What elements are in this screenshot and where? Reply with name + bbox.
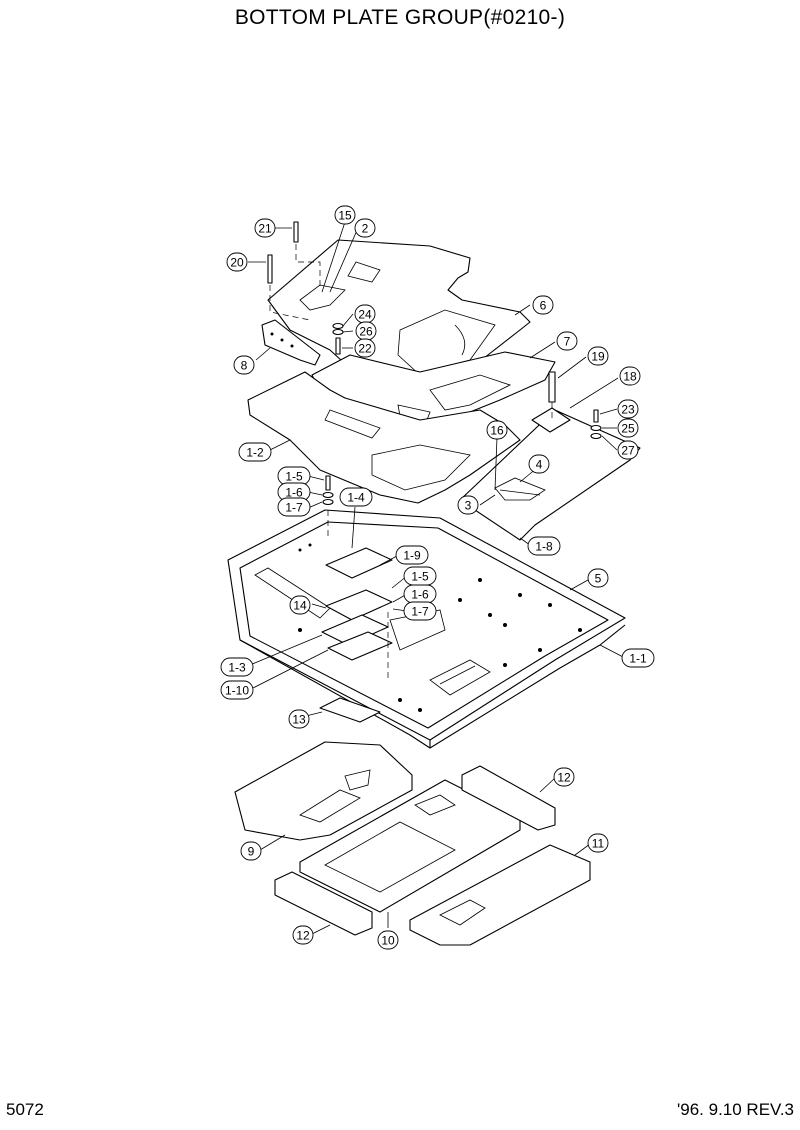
callout-22: 22 <box>354 338 376 358</box>
page-number: 5072 <box>6 1100 44 1119</box>
callout-label: 18 <box>623 370 637 384</box>
callout-label: 10 <box>381 934 395 948</box>
callout-label: 1-6 <box>285 486 303 500</box>
callout-1-10: 1-10 <box>220 680 254 700</box>
callout-label: 1-9 <box>403 549 421 563</box>
callout-label: 27 <box>621 444 635 458</box>
callout-label: 1-5 <box>285 470 303 484</box>
callout-10: 10 <box>377 930 399 950</box>
callout-label: 14 <box>293 599 307 613</box>
callout-23: 23 <box>617 399 639 419</box>
page-title: BOTTOM PLATE GROUP(#0210-) <box>234 6 566 29</box>
callout-label: 1-7 <box>285 501 303 515</box>
bracket-8 <box>261 319 321 366</box>
callout-bubbles: 211522024262268719182325271641-21-51-61-… <box>220 205 655 950</box>
callout-label: 12 <box>296 929 310 943</box>
callout-12: 12 <box>292 925 314 945</box>
callout-6: 6 <box>532 295 554 315</box>
callout-label: 1-7 <box>411 605 429 619</box>
callout-label: 1-6 <box>411 588 429 602</box>
callout-1-3: 1-3 <box>220 657 254 677</box>
callout-label: 2 <box>362 222 369 236</box>
assembly-lines <box>269 244 553 680</box>
callout-label: 3 <box>465 499 472 513</box>
callout-label: 9 <box>248 845 255 859</box>
callout-1-5: 1-5 <box>403 566 437 586</box>
callout-label: 19 <box>591 350 605 364</box>
callout-label: 26 <box>359 325 373 339</box>
callout-label: 20 <box>230 256 244 270</box>
callout-18: 18 <box>619 366 641 386</box>
callout-5: 5 <box>587 568 609 588</box>
callout-1-4: 1-4 <box>339 487 373 507</box>
callout-15: 15 <box>334 205 356 225</box>
callout-2: 2 <box>354 218 376 238</box>
callout-label: 1-2 <box>246 446 264 460</box>
callout-21: 21 <box>254 218 276 238</box>
frame-member-12b <box>274 871 373 936</box>
callout-1-6: 1-6 <box>277 482 311 502</box>
callout-label: 7 <box>564 335 571 349</box>
callout-1-1: 1-1 <box>621 648 655 668</box>
callout-19: 19 <box>587 346 609 366</box>
callout-1-5: 1-5 <box>277 466 311 486</box>
callout-26: 26 <box>355 321 377 341</box>
callout-20: 20 <box>226 252 248 272</box>
callout-7: 7 <box>556 331 578 351</box>
callout-1-2: 1-2 <box>238 442 272 462</box>
callout-8: 8 <box>233 355 255 375</box>
callout-label: 6 <box>540 299 547 313</box>
leader-lines <box>248 221 626 935</box>
callout-16: 16 <box>486 420 508 440</box>
plate-1-2 <box>247 371 521 504</box>
callout-13: 13 <box>288 709 310 729</box>
callout-label: 1-1 <box>629 652 647 666</box>
frame-member-11 <box>409 844 591 946</box>
callout-label: 4 <box>536 458 543 472</box>
callout-label: 13 <box>292 713 306 727</box>
callout-label: 24 <box>358 308 372 322</box>
callout-27: 27 <box>617 440 639 460</box>
frame-member-12a <box>461 765 556 831</box>
callout-1-7: 1-7 <box>403 601 437 621</box>
callout-4: 4 <box>528 454 550 474</box>
callout-label: 15 <box>338 209 352 223</box>
callout-label: 22 <box>358 342 372 356</box>
frame-member-9 <box>234 741 413 841</box>
callout-label: 16 <box>490 424 504 438</box>
callout-24: 24 <box>354 304 376 324</box>
callout-3: 3 <box>457 495 479 515</box>
plate-1-8 <box>459 407 641 541</box>
callout-14: 14 <box>289 595 311 615</box>
callout-label: 12 <box>557 771 571 785</box>
callout-label: 1-10 <box>225 684 249 698</box>
callout-11: 11 <box>587 833 609 853</box>
callout-label: 1-3 <box>228 661 246 675</box>
cover-plates <box>319 547 393 723</box>
callout-label: 1-4 <box>347 491 365 505</box>
callout-label: 11 <box>592 837 605 851</box>
revision-date: '96. 9.10 REV.3 <box>677 1100 794 1119</box>
callout-label: 23 <box>621 403 635 417</box>
callout-label: 1-5 <box>411 570 429 584</box>
callout-label: 1-8 <box>535 540 553 554</box>
callout-1-7: 1-7 <box>277 497 311 517</box>
callout-1-6: 1-6 <box>403 584 437 604</box>
callout-25: 25 <box>617 418 639 438</box>
frame-member-10 <box>299 779 521 913</box>
callout-12: 12 <box>553 767 575 787</box>
callout-9: 9 <box>240 841 262 861</box>
callout-label: 25 <box>621 422 635 436</box>
callout-label: 8 <box>241 359 248 373</box>
callout-1-9: 1-9 <box>395 545 429 565</box>
callout-label: 5 <box>595 572 602 586</box>
main-frame-tray <box>227 509 626 749</box>
callout-1-8: 1-8 <box>527 536 561 556</box>
callout-label: 21 <box>258 222 272 236</box>
